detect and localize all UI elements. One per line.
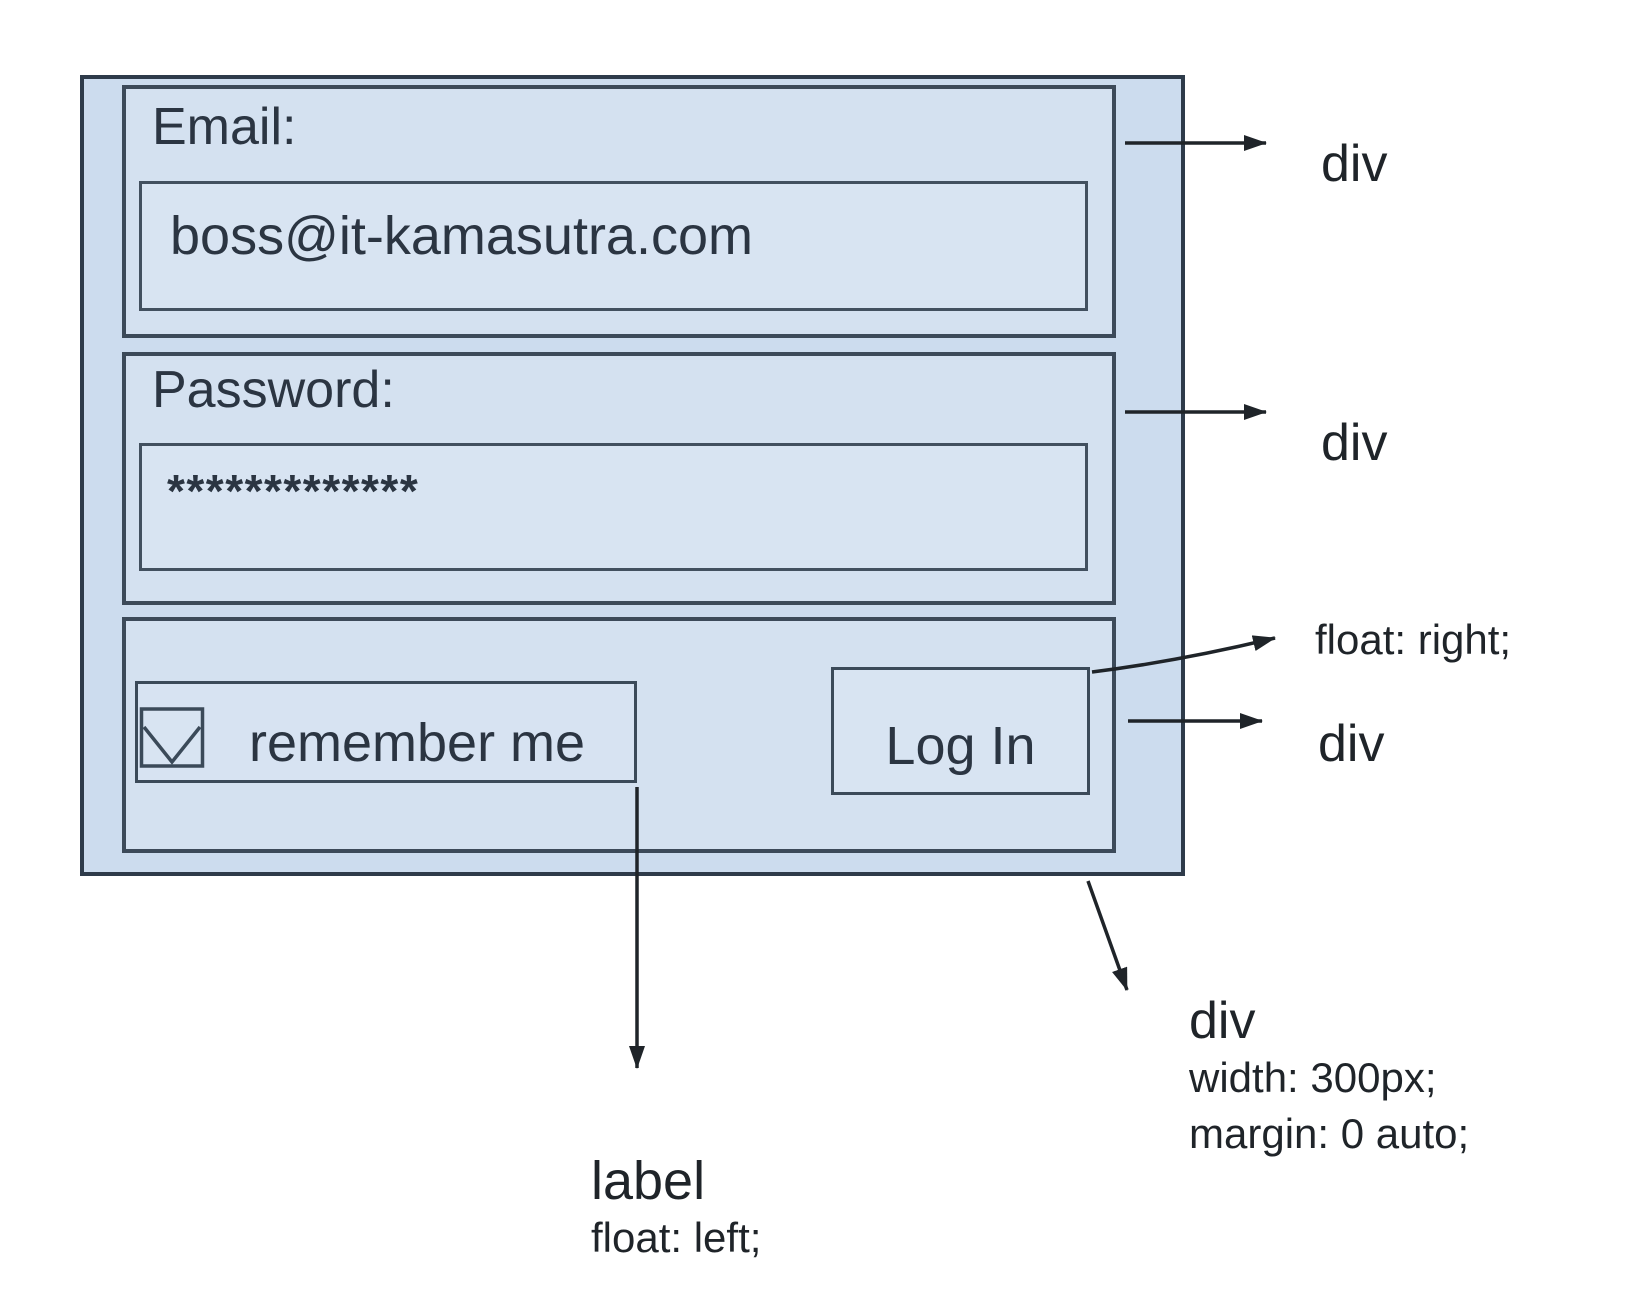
password-label: Password: [152,361,395,419]
checkbox-icon[interactable] [138,705,208,771]
login-button[interactable] [831,667,1090,795]
annotation-label-tag: label [591,1151,706,1211]
email-input-value: boss@it-kamasutra.com [170,206,753,266]
annotation-email-div: div [1321,135,1388,193]
annotation-outer-div: div [1189,992,1256,1050]
remember-me-label: remember me [249,713,586,773]
login-button-label: Log In [885,716,1036,776]
annotation-label-css: float: left; [591,1214,762,1261]
annotation-password-div: div [1321,414,1388,472]
annotation-actions-div: div [1318,715,1385,773]
annotation-outer-margin: margin: 0 auto; [1189,1110,1470,1157]
arrow-outer-div [1086,880,1129,991]
email-input[interactable] [139,181,1088,311]
annotation-float-right: float: right; [1315,616,1512,663]
password-input-value: ************* [167,465,420,517]
email-label: Email: [152,98,297,156]
remember-me-box[interactable] [135,681,637,783]
annotation-outer-width: width: 300px; [1189,1054,1437,1101]
password-input[interactable] [139,443,1088,571]
